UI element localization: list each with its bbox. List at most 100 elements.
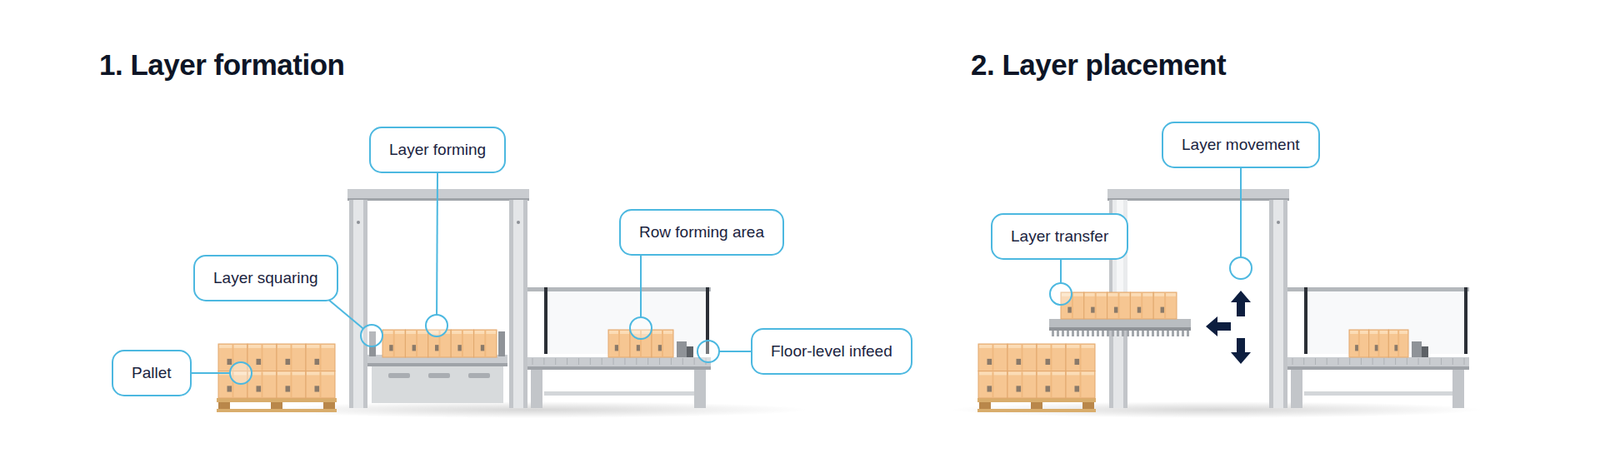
carton-label	[1375, 345, 1379, 351]
roller	[578, 358, 580, 365]
forming-slot	[428, 373, 450, 379]
leader-line	[326, 298, 364, 330]
fork-tooth	[1056, 330, 1060, 337]
conveyor-leg	[1452, 370, 1465, 409]
section-heading: 1. Layer formation	[99, 48, 345, 82]
carton	[1007, 344, 1037, 372]
carton	[1084, 292, 1108, 320]
fork-tooth	[1146, 330, 1150, 337]
pallet-block	[323, 402, 335, 410]
callout-box: Layer movement	[1161, 121, 1320, 169]
roller	[1452, 358, 1454, 365]
carton-tape	[261, 345, 264, 371]
bolt	[516, 220, 520, 225]
carton-tape	[1050, 345, 1053, 371]
target-marker	[697, 340, 720, 363]
gantry-beam-edge	[347, 198, 530, 201]
target-marker	[630, 317, 652, 340]
carton-tape	[484, 330, 486, 357]
fence-rail	[1287, 287, 1470, 292]
carton	[305, 344, 335, 372]
roller	[1464, 358, 1465, 365]
pallet-deck	[216, 398, 337, 403]
carton-tape	[1095, 293, 1097, 319]
callout-box: Layer transfer	[990, 213, 1129, 260]
carton	[382, 330, 405, 358]
bolt	[1276, 220, 1280, 225]
callout-box: Layer squaring	[193, 255, 339, 302]
arrow-left	[1205, 316, 1231, 337]
leader-line	[1060, 260, 1062, 284]
transfer-plate-edge	[1049, 327, 1191, 331]
fork-tooth	[1171, 330, 1175, 337]
fork-tooth	[1156, 330, 1160, 337]
gantry-column	[1269, 200, 1288, 409]
callout-label: Layer movement	[1181, 135, 1300, 155]
carton-label	[1045, 385, 1051, 392]
leader-line	[191, 372, 230, 375]
fork-tooth	[1091, 330, 1095, 337]
carton	[450, 330, 474, 358]
fork-tooth	[1086, 330, 1090, 337]
leader-line	[640, 255, 642, 318]
carton-tape	[290, 345, 293, 371]
roller	[1292, 358, 1294, 365]
callout-label: Floor-level infeed	[770, 342, 893, 361]
carton	[1036, 371, 1066, 400]
roller	[635, 358, 637, 365]
carton-label	[389, 345, 393, 351]
floor-shadow	[950, 401, 1484, 419]
carton-tape	[1080, 372, 1082, 399]
carton-tape	[618, 330, 620, 357]
roller	[555, 358, 556, 365]
roller	[1406, 358, 1408, 365]
callout-box: Layer forming	[369, 126, 506, 174]
section-heading: 2. Layer placement	[970, 48, 1226, 82]
fork-tooth	[1071, 330, 1075, 337]
callout-box: Row forming area	[619, 209, 785, 256]
carton	[1107, 292, 1131, 320]
pallet-base	[216, 409, 337, 413]
roller	[1440, 358, 1442, 365]
bolt	[356, 220, 360, 225]
fork-tooth	[1126, 330, 1130, 337]
callout-label: Pallet	[131, 364, 172, 383]
callout-label: Layer squaring	[213, 269, 319, 288]
roller	[670, 358, 672, 365]
carton-label	[315, 359, 320, 365]
carton-label	[636, 345, 640, 351]
carton-tape	[320, 345, 322, 371]
carton-label	[480, 345, 485, 351]
carton	[1369, 330, 1390, 358]
arrow-up	[1230, 290, 1251, 317]
carton	[474, 330, 497, 358]
carton-label	[1090, 307, 1095, 314]
gantry-beam	[347, 189, 530, 200]
carton	[978, 371, 1008, 400]
carton	[1388, 330, 1409, 358]
carton-label	[1114, 307, 1118, 314]
callout-box: Pallet	[111, 350, 192, 397]
carton-label	[1067, 307, 1071, 314]
fence-post	[544, 287, 548, 355]
squaring-plate	[498, 331, 505, 357]
fence-rail	[527, 287, 711, 292]
carton-tape	[320, 372, 322, 399]
fork-tooth	[1051, 330, 1055, 337]
carton-label	[1394, 345, 1398, 351]
roller	[566, 358, 568, 365]
carton-label	[658, 345, 662, 351]
carton-label	[256, 359, 262, 365]
carton-label	[227, 385, 233, 392]
carton-tape	[1397, 330, 1400, 357]
carton-label	[1355, 345, 1359, 351]
carton-tape	[461, 330, 464, 357]
carton	[1153, 292, 1177, 320]
fork-tooth	[1166, 330, 1170, 337]
pallet-block	[270, 402, 283, 410]
carton	[978, 344, 1008, 372]
fork-tooth	[1061, 330, 1065, 337]
forming-slot	[468, 373, 490, 379]
fork-tooth	[1141, 330, 1145, 337]
roller	[1395, 358, 1396, 365]
